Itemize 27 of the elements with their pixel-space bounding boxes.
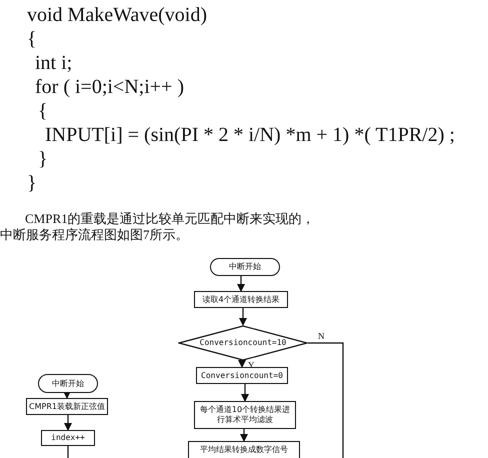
arrow: [237, 276, 245, 292]
arrow: [63, 391, 71, 399]
paragraph-text: 中断服务程序流程图如图7所示。: [0, 227, 188, 242]
connector-line: [67, 446, 69, 458]
code-line: int i;: [35, 52, 72, 74]
arrow: [238, 360, 246, 368]
code-line: void MakeWave(void): [27, 4, 207, 26]
code-line: }: [27, 172, 37, 194]
code-line: }: [38, 148, 48, 170]
process-box: CMPR1装载新正弦值: [26, 398, 108, 415]
code-line: {: [38, 100, 48, 122]
process-box: 每个通道10个转换结果进行算术平均滤波: [194, 401, 296, 429]
code-line: for ( i=0;i<N;i++ ): [35, 76, 184, 98]
arrow: [239, 308, 247, 326]
decision-diamond: Conversioncount=10: [178, 325, 308, 361]
code-line: INPUT[i] = (sin(PI * 2 * i/N) *m + 1) *( T1PR/2) ;: [45, 124, 455, 146]
code-line: {: [27, 28, 37, 50]
process-box: 读取4个通道转换结果: [194, 291, 288, 308]
arrow: [241, 384, 249, 402]
process-box: Conversioncount=0: [196, 367, 288, 384]
edge-label: N: [318, 331, 324, 341]
process-box: index++: [41, 430, 95, 446]
connector-line: [308, 342, 344, 458]
arrow: [240, 429, 248, 442]
arrow: [64, 415, 72, 431]
process-box: 平均结果转换成数字信号: [188, 441, 300, 458]
paragraph-text: CMPR1的重载是通过比较单元匹配中断来实现的，: [25, 211, 315, 226]
